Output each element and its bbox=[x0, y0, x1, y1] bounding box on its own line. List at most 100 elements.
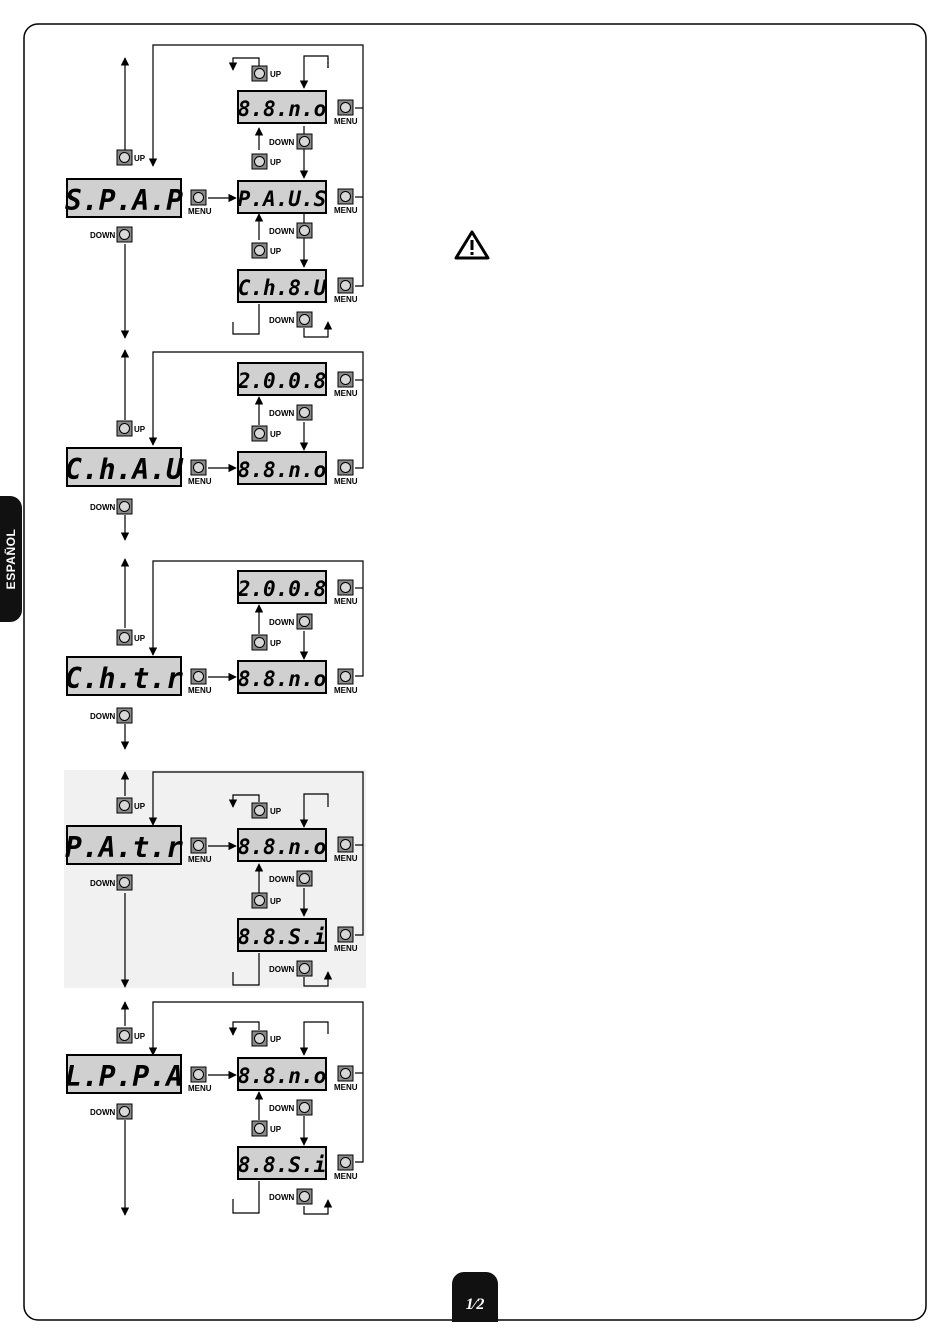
menu-button[interactable] bbox=[190, 1066, 207, 1083]
warning-triangle-icon bbox=[454, 230, 490, 260]
svg-text:DOWN: DOWN bbox=[90, 879, 116, 888]
menu-button[interactable] bbox=[337, 1154, 354, 1171]
menu-button[interactable] bbox=[337, 99, 354, 116]
up-button[interactable] bbox=[116, 797, 133, 814]
menu-button[interactable] bbox=[190, 189, 207, 206]
menu-button[interactable] bbox=[337, 1065, 354, 1082]
svg-text:UP: UP bbox=[270, 1125, 282, 1134]
down-button[interactable] bbox=[296, 311, 313, 328]
svg-text:DOWN: DOWN bbox=[269, 618, 295, 627]
submenu-display-value: 2.0.0.8 bbox=[237, 362, 327, 396]
svg-text:UP: UP bbox=[270, 430, 282, 439]
up-button[interactable] bbox=[251, 425, 268, 442]
language-tab-label: ESPAÑOL bbox=[4, 528, 18, 590]
up-button[interactable] bbox=[251, 65, 268, 82]
submenu-display-no: 8.8.n.o bbox=[237, 660, 327, 694]
language-tab bbox=[0, 496, 22, 622]
svg-text:MENU: MENU bbox=[334, 206, 358, 215]
svg-text:P.A.t.r: P.A.t.r bbox=[65, 831, 183, 864]
main-display: C.h.t.r bbox=[65, 656, 183, 696]
up-button[interactable] bbox=[251, 802, 268, 819]
up-button[interactable] bbox=[251, 892, 268, 909]
menu-button[interactable] bbox=[337, 579, 354, 596]
svg-text:MENU: MENU bbox=[334, 295, 358, 304]
down-button[interactable] bbox=[116, 1103, 133, 1120]
svg-text:UP: UP bbox=[134, 1032, 146, 1041]
main-display: L.P.P.A bbox=[65, 1054, 183, 1094]
svg-text:UP: UP bbox=[270, 807, 282, 816]
svg-text:MENU: MENU bbox=[334, 854, 358, 863]
down-button[interactable] bbox=[296, 133, 313, 150]
menu-button[interactable] bbox=[337, 926, 354, 943]
svg-text:DOWN: DOWN bbox=[90, 712, 116, 721]
up-button[interactable] bbox=[116, 420, 133, 437]
menu-button[interactable] bbox=[190, 837, 207, 854]
svg-text:8.8.S.i: 8.8.S.i bbox=[238, 1153, 327, 1177]
down-button[interactable] bbox=[116, 707, 133, 724]
svg-text:2.0.0.8: 2.0.0.8 bbox=[237, 369, 327, 393]
svg-text:DOWN: DOWN bbox=[269, 1104, 295, 1113]
down-button[interactable] bbox=[296, 613, 313, 630]
svg-text:P.A.U.S: P.A.U.S bbox=[238, 187, 327, 211]
submenu-display-no: 8.8.n.o bbox=[237, 90, 327, 124]
menu-button[interactable] bbox=[337, 188, 354, 205]
menu-button[interactable] bbox=[337, 668, 354, 685]
svg-text:MENU: MENU bbox=[188, 855, 212, 864]
svg-text:C.h.t.r: C.h.t.r bbox=[65, 662, 183, 695]
down-button[interactable] bbox=[296, 870, 313, 887]
svg-text:UP: UP bbox=[270, 70, 282, 79]
up-button[interactable] bbox=[251, 1030, 268, 1047]
svg-text:UP: UP bbox=[134, 634, 146, 643]
up-button[interactable] bbox=[116, 1027, 133, 1044]
svg-text:UP: UP bbox=[270, 639, 282, 648]
svg-text:MENU: MENU bbox=[334, 1083, 358, 1092]
page-number: 1⁄2 bbox=[465, 1296, 485, 1313]
up-button[interactable] bbox=[116, 629, 133, 646]
svg-text:8.8.n.o: 8.8.n.o bbox=[238, 835, 327, 859]
svg-text:UP: UP bbox=[270, 1035, 282, 1044]
svg-text:MENU: MENU bbox=[188, 686, 212, 695]
svg-text:8.8.n.o: 8.8.n.o bbox=[238, 458, 327, 482]
svg-text:DOWN: DOWN bbox=[269, 875, 295, 884]
menu-button[interactable] bbox=[337, 836, 354, 853]
menu-button[interactable] bbox=[337, 459, 354, 476]
submenu-display-chau: C.h.8.U bbox=[237, 269, 328, 303]
svg-text:DOWN: DOWN bbox=[269, 1193, 295, 1202]
submenu-display-si: 8.8.S.i bbox=[237, 918, 327, 952]
up-button[interactable] bbox=[116, 149, 133, 166]
down-button[interactable] bbox=[296, 222, 313, 239]
main-display: P.A.t.r bbox=[65, 825, 183, 865]
main-display: C.h.A.U bbox=[65, 447, 184, 487]
submenu-display-value: 2.0.0.8 bbox=[237, 570, 327, 604]
svg-text:UP: UP bbox=[134, 802, 146, 811]
down-button[interactable] bbox=[116, 498, 133, 515]
menu-button[interactable] bbox=[337, 277, 354, 294]
down-button[interactable] bbox=[296, 1099, 313, 1116]
down-button[interactable] bbox=[116, 874, 133, 891]
svg-text:MENU: MENU bbox=[334, 117, 358, 126]
up-button[interactable] bbox=[251, 634, 268, 651]
submenu-display-si: 8.8.S.i bbox=[237, 1146, 327, 1180]
svg-text:L.P.P.A: L.P.P.A bbox=[65, 1060, 183, 1093]
svg-text:8.8.n.o: 8.8.n.o bbox=[238, 97, 327, 121]
menu-button[interactable] bbox=[190, 668, 207, 685]
svg-text:UP: UP bbox=[270, 247, 282, 256]
section-patr: P.A.t.r 8.8.n.o 8.8.S.i UP DOWN MENU UP … bbox=[65, 771, 364, 988]
up-button[interactable] bbox=[251, 242, 268, 259]
svg-text:UP: UP bbox=[270, 158, 282, 167]
svg-text:MENU: MENU bbox=[334, 1172, 358, 1181]
down-button[interactable] bbox=[296, 1188, 313, 1205]
menu-button[interactable] bbox=[190, 459, 207, 476]
menu-button[interactable] bbox=[337, 371, 354, 388]
svg-text:8.8.n.o: 8.8.n.o bbox=[238, 1064, 327, 1088]
svg-text:MENU: MENU bbox=[188, 1084, 212, 1093]
main-display: S.P.A.P bbox=[65, 178, 183, 218]
down-button[interactable] bbox=[116, 226, 133, 243]
down-button[interactable] bbox=[296, 404, 313, 421]
svg-text:DOWN: DOWN bbox=[269, 138, 295, 147]
svg-text:DOWN: DOWN bbox=[90, 503, 116, 512]
up-button[interactable] bbox=[251, 1120, 268, 1137]
down-button[interactable] bbox=[296, 960, 313, 977]
svg-text:C.h.8.U: C.h.8.U bbox=[238, 276, 328, 300]
up-button[interactable] bbox=[251, 153, 268, 170]
